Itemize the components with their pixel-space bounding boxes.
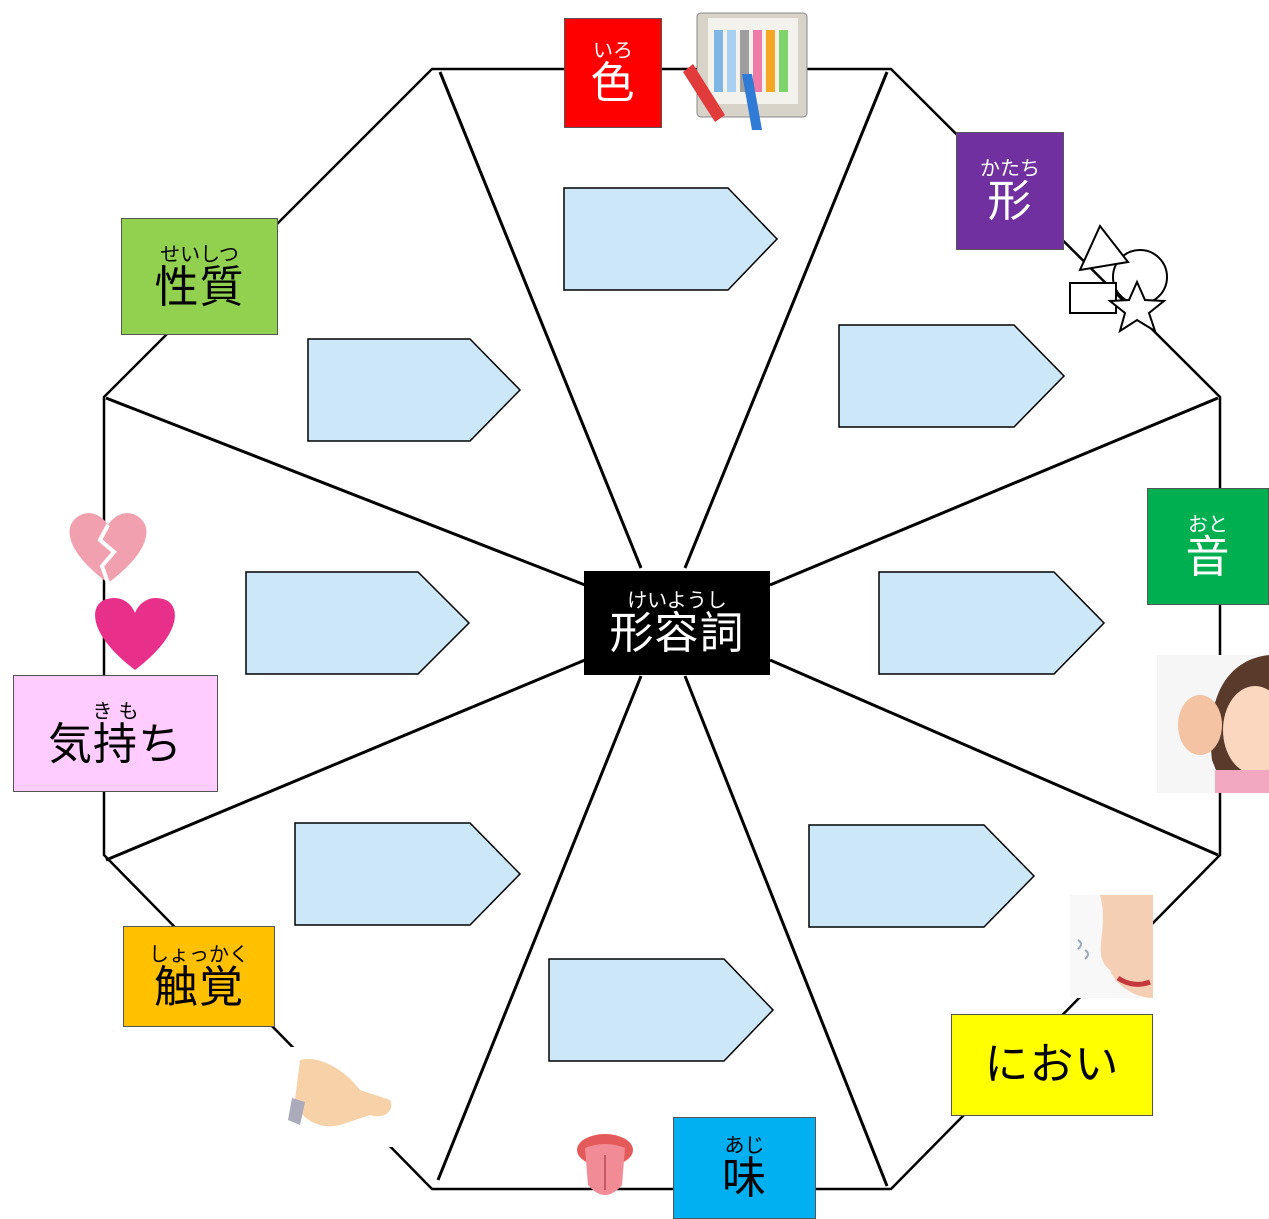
- spoke-line: [436, 675, 643, 1181]
- answer-box[interactable]: [245, 571, 471, 675]
- category-reading: あじ: [724, 1133, 765, 1157]
- category-word: 味: [722, 1153, 767, 1204]
- answer-boxes: [245, 187, 1106, 1062]
- heart-icon: [95, 597, 175, 670]
- spoke-line: [769, 658, 1219, 857]
- category-label-kimochi: き も 気持ち: [13, 675, 218, 792]
- spokes: [105, 71, 1219, 1187]
- category-word: におい: [984, 1039, 1120, 1090]
- spoke-line: [105, 658, 586, 862]
- category-reading: おと: [1188, 511, 1228, 536]
- touching-hand-icon: [283, 1047, 393, 1147]
- spoke-line: [683, 71, 889, 569]
- category-label-iro: いろ 色: [564, 18, 662, 128]
- category-reading: しょっかく: [149, 941, 249, 966]
- category-label-seishitsu: せいしつ 性質: [121, 218, 278, 335]
- answer-box[interactable]: [307, 338, 522, 442]
- category-word: 触覚: [154, 961, 244, 1013]
- category-word: 気持ち: [48, 718, 183, 770]
- center-reading: けいようし: [627, 588, 727, 612]
- category-reading: かたち: [980, 156, 1040, 180]
- category-word: 色: [590, 58, 636, 109]
- listening-ear-icon: [1157, 655, 1269, 793]
- category-label-aji: あじ 味: [673, 1117, 816, 1219]
- category-reading: せいしつ: [160, 241, 239, 266]
- center-word: 形容詞: [609, 608, 745, 659]
- category-word: 形: [987, 176, 1033, 227]
- category-word: 音: [1185, 531, 1231, 583]
- nose-icon: [1070, 895, 1153, 998]
- spoke-line: [438, 71, 643, 569]
- spoke-line: [769, 396, 1219, 587]
- answer-box[interactable]: [548, 958, 775, 1062]
- center-label: けいようし 形容詞: [584, 571, 770, 675]
- category-reading: き も: [92, 698, 139, 723]
- answer-box[interactable]: [808, 824, 1036, 928]
- category-reading: いろ: [593, 38, 633, 62]
- answer-box[interactable]: [878, 571, 1106, 675]
- category-label-katachi: かたち 形: [956, 132, 1064, 250]
- answer-box[interactable]: [563, 187, 779, 291]
- answer-box[interactable]: [838, 324, 1066, 428]
- crayons-icon: [683, 12, 808, 130]
- spoke-line: [683, 675, 889, 1187]
- broken-heart-icon: [69, 513, 147, 584]
- category-label-oto: おと 音: [1147, 488, 1269, 605]
- spoke-line: [105, 396, 586, 587]
- category-label-shokkaku: しょっかく 触覚: [123, 926, 275, 1027]
- tongue-icon: [577, 1134, 633, 1195]
- category-word: 性質: [154, 261, 245, 313]
- category-label-nioi: におい: [951, 1014, 1153, 1116]
- answer-box[interactable]: [294, 822, 522, 926]
- shapes-icon: [1069, 224, 1168, 334]
